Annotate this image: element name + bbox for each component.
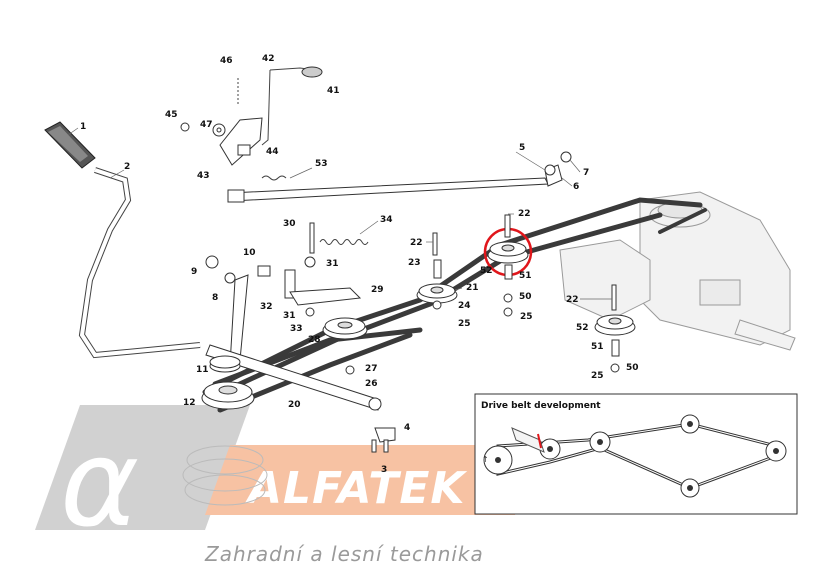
part-label: 11	[196, 365, 209, 375]
part-label: 1	[80, 122, 86, 132]
part-label: 25	[458, 319, 471, 329]
brake-pedal	[44, 121, 96, 169]
part-label: 21	[466, 283, 479, 293]
part-label: 31	[283, 311, 296, 321]
part-label: 4	[404, 423, 410, 433]
belt-development-inset: Drive belt development ↑	[474, 393, 798, 515]
hardware-parts	[205, 151, 620, 453]
part-label: 24	[458, 301, 471, 311]
part-label: 20	[288, 400, 301, 410]
part-label: 22	[566, 295, 579, 305]
part-label: 12	[183, 398, 196, 408]
pulley-21	[416, 283, 458, 304]
part-label: 25	[520, 312, 533, 322]
part-label: 45	[165, 110, 178, 120]
pulley-12	[201, 381, 255, 410]
part-label: 10	[243, 248, 256, 258]
part-label: 29	[371, 285, 384, 295]
part-label: 28	[308, 335, 321, 345]
watermark-logo: α ALFATEK	[35, 405, 540, 554]
part-label: 5	[519, 143, 525, 153]
part-label: 27	[365, 364, 378, 374]
pedal-rod	[78, 167, 201, 359]
part-label: 31	[326, 259, 339, 269]
part-label: 26	[365, 379, 378, 389]
part-label: 32	[260, 302, 273, 312]
part-label: 52	[480, 266, 493, 276]
part-label: 51	[519, 271, 532, 281]
part-label: 46	[220, 56, 233, 66]
part-label: 30	[283, 219, 296, 229]
part-label: 22	[518, 209, 531, 219]
part-label: 9	[191, 267, 197, 277]
pulley-52-right	[594, 314, 636, 336]
part-label: 41	[327, 86, 340, 96]
part-label: 52	[576, 323, 589, 333]
part-label: 50	[519, 292, 532, 302]
part-label: 34	[380, 215, 393, 225]
control-rod-53	[227, 164, 563, 203]
lever-arm	[205, 274, 382, 411]
part-label: 44	[266, 147, 279, 157]
pulley-52-highlighted	[487, 241, 529, 264]
part-label: 3	[381, 465, 387, 475]
part-label: 25	[591, 371, 604, 381]
logo-brand-text: ALFATEK	[245, 463, 467, 514]
part-label: 33	[290, 324, 303, 334]
part-label: 42	[262, 54, 275, 64]
part-label: 7	[583, 168, 589, 178]
rotation-arrow-icon: ↑	[482, 455, 489, 464]
drive-belt	[202, 197, 707, 403]
leader-lines	[67, 127, 612, 300]
upper-linkage	[180, 66, 323, 166]
engine-pulley-ghost	[182, 445, 268, 506]
part-label: 50	[626, 363, 639, 373]
part-label: 6	[573, 182, 579, 192]
part-number-labels: 1 2 3 4 5 6 7 8 9 10 11 12 20 21 22 22 2…	[80, 54, 639, 475]
part-label: 53	[315, 159, 328, 169]
part-label: 8	[212, 293, 218, 303]
part-label: 51	[591, 342, 604, 352]
pulley-11	[209, 355, 241, 373]
inset-title: Drive belt development	[481, 401, 601, 411]
pulley-28	[322, 317, 368, 340]
part-label: 2	[124, 162, 130, 172]
part-label: 43	[197, 171, 210, 181]
logo-tagline: Zahradní a lesní technika	[204, 542, 484, 566]
part-label: 22	[410, 238, 423, 248]
logo-glyph: α	[60, 415, 139, 554]
part-label: 23	[408, 258, 421, 268]
part-label: 47	[200, 120, 213, 130]
